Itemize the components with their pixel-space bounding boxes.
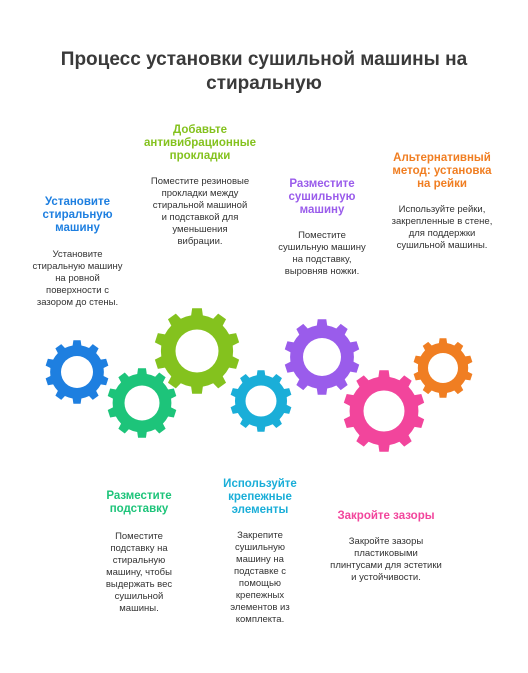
step-5-text: Поместите сушильную машину на подставку,… xyxy=(278,230,366,277)
step-7-heading: Альтернативный метод: установка на рейки xyxy=(392,152,492,190)
gear-1-icon xyxy=(45,340,109,404)
step-3: Добавьте антивибрационные прокладки Поме… xyxy=(140,124,260,248)
gear-7-icon xyxy=(413,338,473,398)
step-1: Установите стиральную машину Установите … xyxy=(30,196,125,309)
step-6-text: Закройте зазоры пластиковыми плинтусами … xyxy=(330,536,442,583)
step-6-heading: Закройте зазоры xyxy=(337,510,435,522)
step-3-text: Поместите резиновые прокладки между стир… xyxy=(150,176,250,247)
step-4-heading: Используйте крепежные элементы xyxy=(223,478,297,516)
step-7: Альтернативный метод: установка на рейки… xyxy=(388,152,496,252)
gear-3-icon xyxy=(154,308,240,394)
step-6: Закройте зазоры Закройте зазоры пластико… xyxy=(330,510,442,584)
step-2: Разместите подставку Поместите подставку… xyxy=(94,490,184,615)
gear-6-icon xyxy=(343,370,425,452)
step-4: Используйте крепежные элементы Закрепите… xyxy=(217,478,303,626)
gear-4-icon xyxy=(230,370,292,432)
gear-5-icon xyxy=(284,319,360,395)
step-1-heading: Установите стиральную машину xyxy=(42,196,113,234)
step-4-text: Закрепите сушильную машину на подставке … xyxy=(230,530,290,625)
step-5: Разместите сушильную машину Поместите су… xyxy=(276,178,368,278)
step-2-heading: Разместите подставку xyxy=(106,490,172,515)
page-title: Процесс установки сушильной машины на ст… xyxy=(60,49,468,94)
step-1-text: Установите стиральную машину на ровной п… xyxy=(32,249,123,308)
gear-2-icon xyxy=(107,368,177,438)
step-7-text: Используйте рейки, закрепленные в стене,… xyxy=(391,204,493,251)
step-3-heading: Добавьте антивибрационные прокладки xyxy=(144,124,256,162)
step-5-heading: Разместите сушильную машину xyxy=(288,178,356,216)
step-2-text: Поместите подставку на стиральную машину… xyxy=(105,531,173,614)
